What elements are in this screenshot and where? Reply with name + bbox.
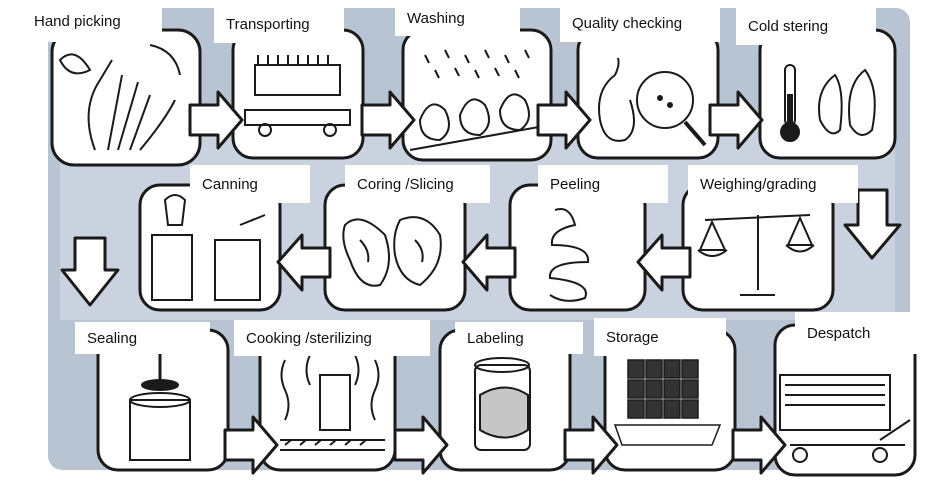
can-filling-icon xyxy=(151,194,266,301)
delivery-truck-icon xyxy=(779,374,911,463)
step-label-sealing: Sealing xyxy=(75,322,210,354)
peel-spiral-icon xyxy=(548,208,590,302)
steam-cooker-icon xyxy=(280,354,385,451)
truck-icon xyxy=(244,55,351,137)
step-label-hand-picking: Hand picking xyxy=(22,0,162,42)
step-label-peeling: Peeling xyxy=(538,165,668,203)
arrow-6 xyxy=(461,233,517,292)
step-label-washing: Washing xyxy=(395,0,520,36)
step-label-cooking-sterilizing: Cooking /sterilizing xyxy=(234,320,430,356)
arrow-2 xyxy=(360,90,416,150)
stacked-cans-icon xyxy=(613,359,722,446)
magnifier-pear-icon xyxy=(598,57,707,147)
thermometer-icon xyxy=(780,64,876,142)
arrow-10 xyxy=(563,415,619,475)
scales-icon xyxy=(697,214,815,296)
water-spray-icon xyxy=(409,49,551,151)
arrow-8 xyxy=(223,415,279,475)
labeled-can-icon xyxy=(474,357,531,451)
step-label-storage: Storage xyxy=(594,318,726,356)
arrow-7 xyxy=(276,233,332,292)
arrow-11 xyxy=(731,415,787,475)
pear-halves-icon xyxy=(342,216,442,287)
arrow-4 xyxy=(708,90,764,150)
step-label-quality-checking: Quality checking xyxy=(560,4,720,42)
arrow-1 xyxy=(188,90,244,150)
arrow-down-left xyxy=(60,236,120,307)
step-label-despatch: Despatch xyxy=(795,312,930,354)
step-label-weighing-grading: Weighing/grading xyxy=(688,165,858,203)
step-label-coring-slicing: Coring /Slicing xyxy=(345,165,490,203)
arrow-down-right xyxy=(843,188,902,260)
step-label-labeling: Labeling xyxy=(455,322,583,354)
flow-arrows xyxy=(60,90,902,475)
arrow-5 xyxy=(636,233,692,292)
hand-icon xyxy=(58,44,181,151)
panel-washing xyxy=(401,28,553,162)
arrow-9 xyxy=(393,415,449,475)
panel-hand-picking xyxy=(50,28,202,167)
arrow-3 xyxy=(536,90,592,150)
step-label-transporting: Transporting xyxy=(214,5,344,43)
step-label-cold-stering: Cold stering xyxy=(736,7,876,45)
can-seal-icon xyxy=(129,345,191,461)
step-label-canning: Canning xyxy=(190,165,310,203)
